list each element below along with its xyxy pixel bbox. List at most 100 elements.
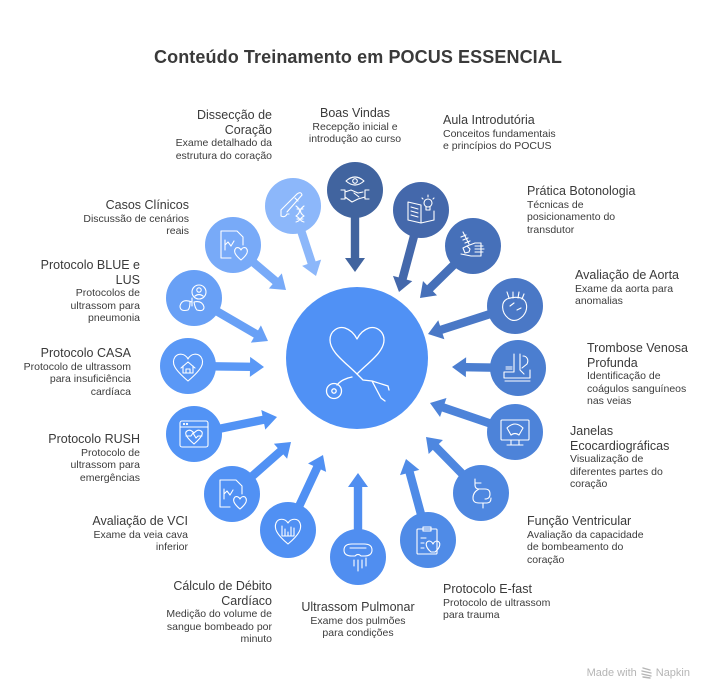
item-description: Discussão de cenários reais [83, 212, 189, 238]
node-aula-introdutoria[interactable] [393, 182, 449, 238]
anatomical-heart-icon [502, 291, 528, 321]
node-trombose-venosa[interactable] [490, 340, 546, 396]
document-chart-heart-icon [219, 479, 247, 510]
item-description: Identificação de coágulos sanguíneos nas… [587, 370, 687, 407]
node-circle[interactable] [204, 466, 260, 522]
item-description: Medição do volume de sangue bombeado por… [166, 608, 272, 645]
item-title: Janelas Ecocardiográficas [570, 424, 670, 453]
node-pratica-botonologia[interactable] [445, 218, 501, 274]
item-description: Protocolo de ultrassom para insuficiênci… [23, 360, 131, 398]
center-hub [286, 287, 428, 429]
item-title: Protocolo BLUE e LUS [40, 258, 140, 287]
node-circle[interactable] [160, 338, 216, 394]
node-boas-vindas[interactable] [327, 162, 383, 218]
item-description: Conceitos fundamentais e princípios do P… [443, 127, 556, 153]
item-title: Casos Clínicos [105, 198, 189, 212]
item-title: Avaliação de VCI [92, 514, 188, 528]
made-with-label: Made with [586, 667, 637, 679]
node-circle[interactable] [445, 218, 501, 274]
item-description: Exame da aorta para anomalias [575, 282, 674, 308]
node-protocolo-casa[interactable] [160, 338, 216, 394]
item-title: Prática Botonologia [527, 184, 636, 198]
item-description: Técnicas de posicionamento do transdutor [527, 198, 616, 236]
node-protocolo-rush[interactable] [166, 406, 222, 462]
item-title: Boas Vindas [320, 106, 390, 120]
item-title: Protocolo CASA [40, 346, 131, 360]
scalpel-dna-icon [280, 192, 305, 223]
node-circle[interactable] [487, 404, 543, 460]
leg-icon [503, 353, 531, 382]
item-description: Exame da veia cava inferior [93, 528, 188, 554]
node-circle[interactable] [330, 529, 386, 585]
item-title: Trombose Venosa Profunda [587, 341, 688, 370]
connector-arrow-ultrassom-pulmonar [348, 473, 368, 557]
hand-syringe-icon [460, 231, 485, 257]
item-title: Dissecção de Coração [196, 108, 272, 137]
napkin-brand: Napkin [655, 667, 690, 679]
page-title: Conteúdo Treinamento em POCUS ESSENCIAL [154, 47, 562, 67]
book-lightbulb-icon [407, 194, 435, 224]
node-circle[interactable] [327, 162, 383, 218]
item-description: Protocolo de ultrassom para trauma [443, 596, 551, 622]
node-protocolo-blue[interactable] [166, 270, 222, 326]
item-description: Exame dos pulmões para condições [310, 614, 406, 640]
node-circle[interactable] [490, 340, 546, 396]
lungs-person-icon [179, 284, 207, 312]
item-description: Protocolo de ultrassom para emergências [70, 446, 140, 484]
item-description: Protocolos de ultrassom para pneumonia [70, 287, 140, 324]
connector-arrow-trombose-venosa [452, 357, 519, 378]
node-funcao-ventricular[interactable] [453, 465, 509, 521]
heart-home-icon [172, 353, 204, 382]
node-circle[interactable] [166, 270, 222, 326]
browser-heartbeat-icon [179, 420, 209, 448]
footer-watermark: Made with Napkin [587, 667, 690, 679]
clipboard-heart-icon [416, 526, 441, 555]
node-avaliacao-vci[interactable] [204, 466, 260, 522]
item-description: Visualização de diferentes partes do cor… [570, 453, 663, 490]
node-circle[interactable] [487, 278, 543, 334]
node-circle[interactable] [453, 465, 509, 521]
connector-arrow-boas-vindas [345, 190, 365, 272]
monitor-ultrasound-icon [500, 419, 530, 446]
item-title: Protocolo E-fast [443, 582, 532, 596]
item-title: Ultrassom Pulmonar [301, 600, 415, 614]
item-title: Aula Introdutória [443, 113, 535, 127]
goggles-rain-icon [343, 543, 373, 572]
node-circle[interactable] [400, 512, 456, 568]
node-protocolo-efast[interactable] [400, 512, 456, 568]
node-circle[interactable] [205, 217, 261, 273]
document-chart-heart-icon [220, 230, 248, 261]
connector-arrow-protocolo-casa [187, 356, 264, 377]
item-description: Avaliação da capacidade de bombeamento d… [527, 528, 644, 566]
node-avaliacao-aorta[interactable] [487, 278, 543, 334]
node-janelas-eco[interactable] [487, 404, 543, 460]
node-circle[interactable] [260, 502, 316, 558]
item-title: Função Ventricular [527, 514, 632, 528]
node-casos-clinicos[interactable] [205, 217, 261, 273]
item-description: Exame detalhado da estrutura do coração [175, 137, 272, 162]
stomach-organ-icon [472, 478, 492, 509]
node-disseccao-coracao[interactable] [265, 178, 321, 234]
node-debito-cardiaco[interactable] [260, 502, 316, 558]
eye-handshake-icon [340, 176, 370, 203]
node-ultrassom-pulmonar[interactable] [330, 529, 386, 585]
item-title: Avaliação de Aorta [575, 268, 680, 282]
napkin-logo-icon [641, 667, 652, 679]
heart-stethoscope-icon [325, 326, 390, 402]
item-title: Cálculo de Débito Cardíaco [173, 579, 272, 608]
